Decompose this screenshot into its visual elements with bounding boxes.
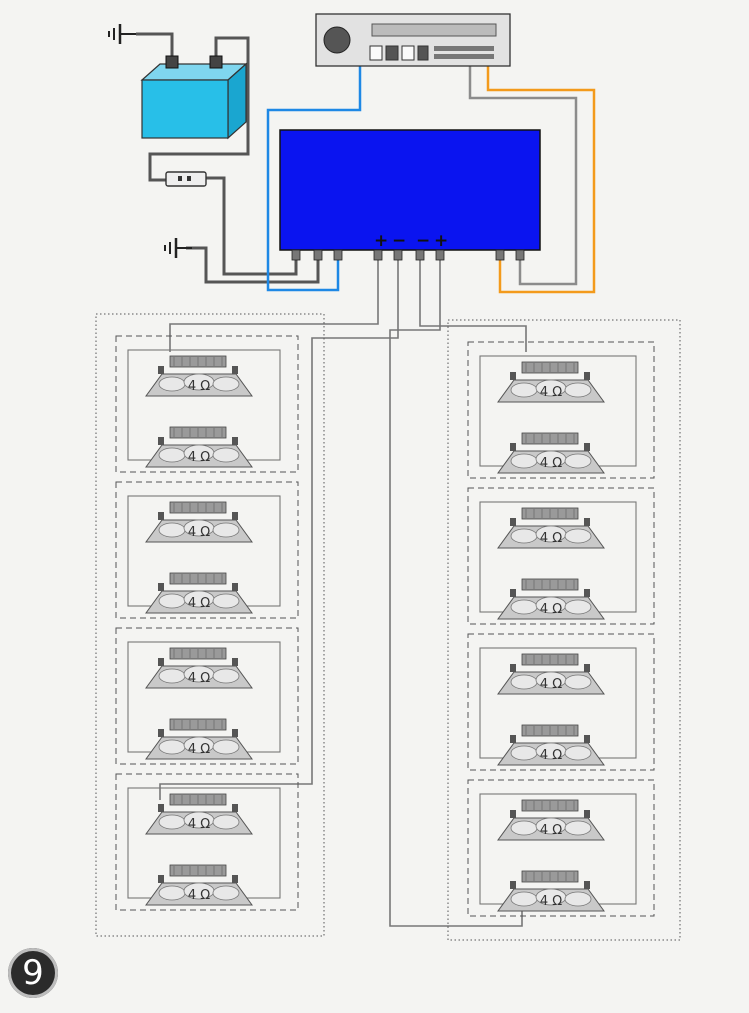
parallel-group-frame [115,481,299,619]
speaker-icon: 4 Ω [497,507,605,549]
impedance-label: 4 Ω [188,817,210,832]
speaker-icon: 4 Ω [497,653,605,695]
speaker-feed-right-plus [389,250,523,927]
amp-terminal-label: + [374,231,388,251]
speaker-icon: 4 Ω [145,864,253,906]
speaker-icon: 4 Ω [145,718,253,760]
speaker-icon: 4 Ω [145,426,253,468]
amp-terminal-label: + [434,231,448,251]
impedance-label: 4 Ω [540,531,562,546]
amp-terminal-label: − [416,231,430,251]
speaker-icon: 4 Ω [497,799,605,841]
speaker-icon: 4 Ω [145,355,253,397]
series-frame [447,319,681,941]
speaker-icon: 4 Ω [145,501,253,543]
battery-ground-wire [136,32,174,62]
speaker-icon: 4 Ω [145,647,253,689]
parallel-group-frame [115,773,299,911]
ground-icon [108,24,136,44]
impedance-label: 4 Ω [188,596,210,611]
speaker-icon: 4 Ω [497,578,605,620]
impedance-label: 4 Ω [540,677,562,692]
battery-power-wire [148,36,250,182]
impedance-label: 4 Ω [540,456,562,471]
parallel-group-frame [467,633,655,771]
rca-wire-grey [468,66,578,286]
impedance-label: 4 Ω [540,602,562,617]
impedance-label: 4 Ω [188,742,210,757]
ground-icon [164,238,192,258]
speaker-feed-left-minus [159,250,399,800]
amplifier-icon: + − − + [279,129,541,261]
parallel-group-frame [467,779,655,917]
head-unit-icon [315,13,511,67]
speaker-area: 4 Ω 4 Ω 4 Ω 4 Ω 4 Ω 4 Ω 4 Ω 4 Ω 4 Ω 4 Ω 4 Ω 4 Ω 4 Ω 4… [95,313,681,941]
impedance-label: 4 Ω [188,671,210,686]
rca-wire-orange [486,66,596,294]
parallel-group-frame [115,335,299,473]
impedance-label: 4 Ω [188,379,210,394]
fuse-holder-icon [165,171,207,187]
speaker-icon: 4 Ω [145,793,253,835]
amp-connectors [291,249,525,261]
impedance-label: 4 Ω [540,748,562,763]
impedance-label: 4 Ω [188,888,210,903]
parallel-group-frame [115,627,299,765]
impedance-label: 4 Ω [540,894,562,909]
speaker-icon: 4 Ω [145,572,253,614]
series-frame [95,313,325,937]
speaker-feed-left-plus [169,250,379,352]
speaker-feed-right-minus [419,250,527,352]
remote-wire [266,66,362,292]
speaker-icon: 4 Ω [497,724,605,766]
impedance-label: 4 Ω [540,385,562,400]
speaker-icon: 4 Ω [497,870,605,912]
amp-terminal-label: − [392,231,406,251]
speaker-icon: 4 Ω [497,432,605,474]
page-number-badge: 9 [8,948,58,998]
speaker-icon: 4 Ω [497,361,605,403]
parallel-group-frame [467,341,655,479]
battery-icon [140,55,248,140]
fuse-to-amp-wire [206,176,298,276]
impedance-label: 4 Ω [188,525,210,540]
wires [136,32,596,927]
parallel-group-frame [467,487,655,625]
impedance-label: 4 Ω [188,450,210,465]
impedance-label: 4 Ω [540,823,562,838]
amp-ground-wire [186,246,320,284]
